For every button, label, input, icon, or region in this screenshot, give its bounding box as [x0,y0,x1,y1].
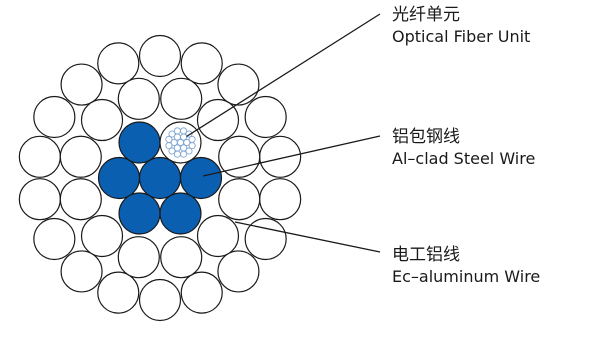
aluminum-wire [196,98,240,142]
optical-fiber [165,135,173,143]
aluminum-wire [33,217,76,261]
steel-wire [159,192,202,235]
steel-wire [179,156,223,200]
aluminum-wire [33,95,76,139]
aluminum-wire [59,178,102,221]
core-layer [97,121,223,235]
optical-fiber [168,147,176,155]
aluminum-wire-leader-line [234,221,381,253]
aluminum-wire [180,42,223,85]
aluminum-wire [80,214,124,258]
aluminum-wire [60,63,103,106]
aluminum-wire [259,135,302,178]
steel-wire [118,121,161,164]
fiber-unit-label: 光纤单元 Optical Fiber Unit [392,4,530,48]
middle-aluminum-layer [59,77,261,279]
steel-wire-leader-line [202,135,381,177]
steel-wire-label-zh: 铝包钢线 [392,127,460,147]
aluminum-wire [97,42,140,85]
aluminum-wire-label-en: Ec–aluminum Wire [392,267,541,286]
fiber-unit-leader-line [186,13,381,138]
optical-fiber [170,138,178,147]
aluminum-wire [180,271,223,314]
aluminum-wire [218,178,261,221]
aluminum-wire [244,217,287,261]
optical-fiber [173,150,181,158]
steel-wire [138,156,182,200]
outer-aluminum-layer [18,34,302,322]
optical-fibers [165,127,196,158]
aluminum-wire [117,77,160,120]
aluminum-wire [218,135,261,178]
aluminum-wire [97,271,140,314]
aluminum-wire [60,250,103,293]
aluminum-wire [138,34,182,78]
aluminum-wire-label-zh: 电工铝线 [392,245,460,265]
aluminum-wire-label: 电工铝线 Ec–aluminum Wire [392,244,540,288]
aluminum-wire [18,135,61,178]
steel-wire [97,156,141,200]
aluminum-wire [138,278,182,322]
aluminum-wire [117,236,160,279]
fiber-unit-label-en: Optical Fiber Unit [392,27,531,46]
aluminum-wire [160,77,203,120]
optical-fiber [180,150,188,158]
aluminum-wire [160,236,203,279]
steel-wire-label-en: Al–clad Steel Wire [392,149,536,168]
optical-fiber [188,135,196,143]
aluminum-wire [259,178,302,221]
steel-wire [118,192,161,235]
optical-fiber [185,147,193,155]
optical-fiber [165,142,173,150]
fiber-unit-label-zh: 光纤单元 [392,5,460,25]
optical-fiber [183,138,191,147]
aluminum-wire [217,250,260,293]
aluminum-wire [59,135,102,178]
leader-lines [186,13,381,253]
optical-fiber [168,130,176,138]
aluminum-wire [80,98,124,142]
optical-fiber [173,127,181,135]
aluminum-wire [217,63,260,106]
aluminum-wire [196,214,240,258]
steel-wire-label: 铝包钢线 Al–clad Steel Wire [392,126,535,170]
optical-fiber [180,127,188,135]
aluminum-wire [18,178,61,221]
aluminum-wire [244,95,287,139]
